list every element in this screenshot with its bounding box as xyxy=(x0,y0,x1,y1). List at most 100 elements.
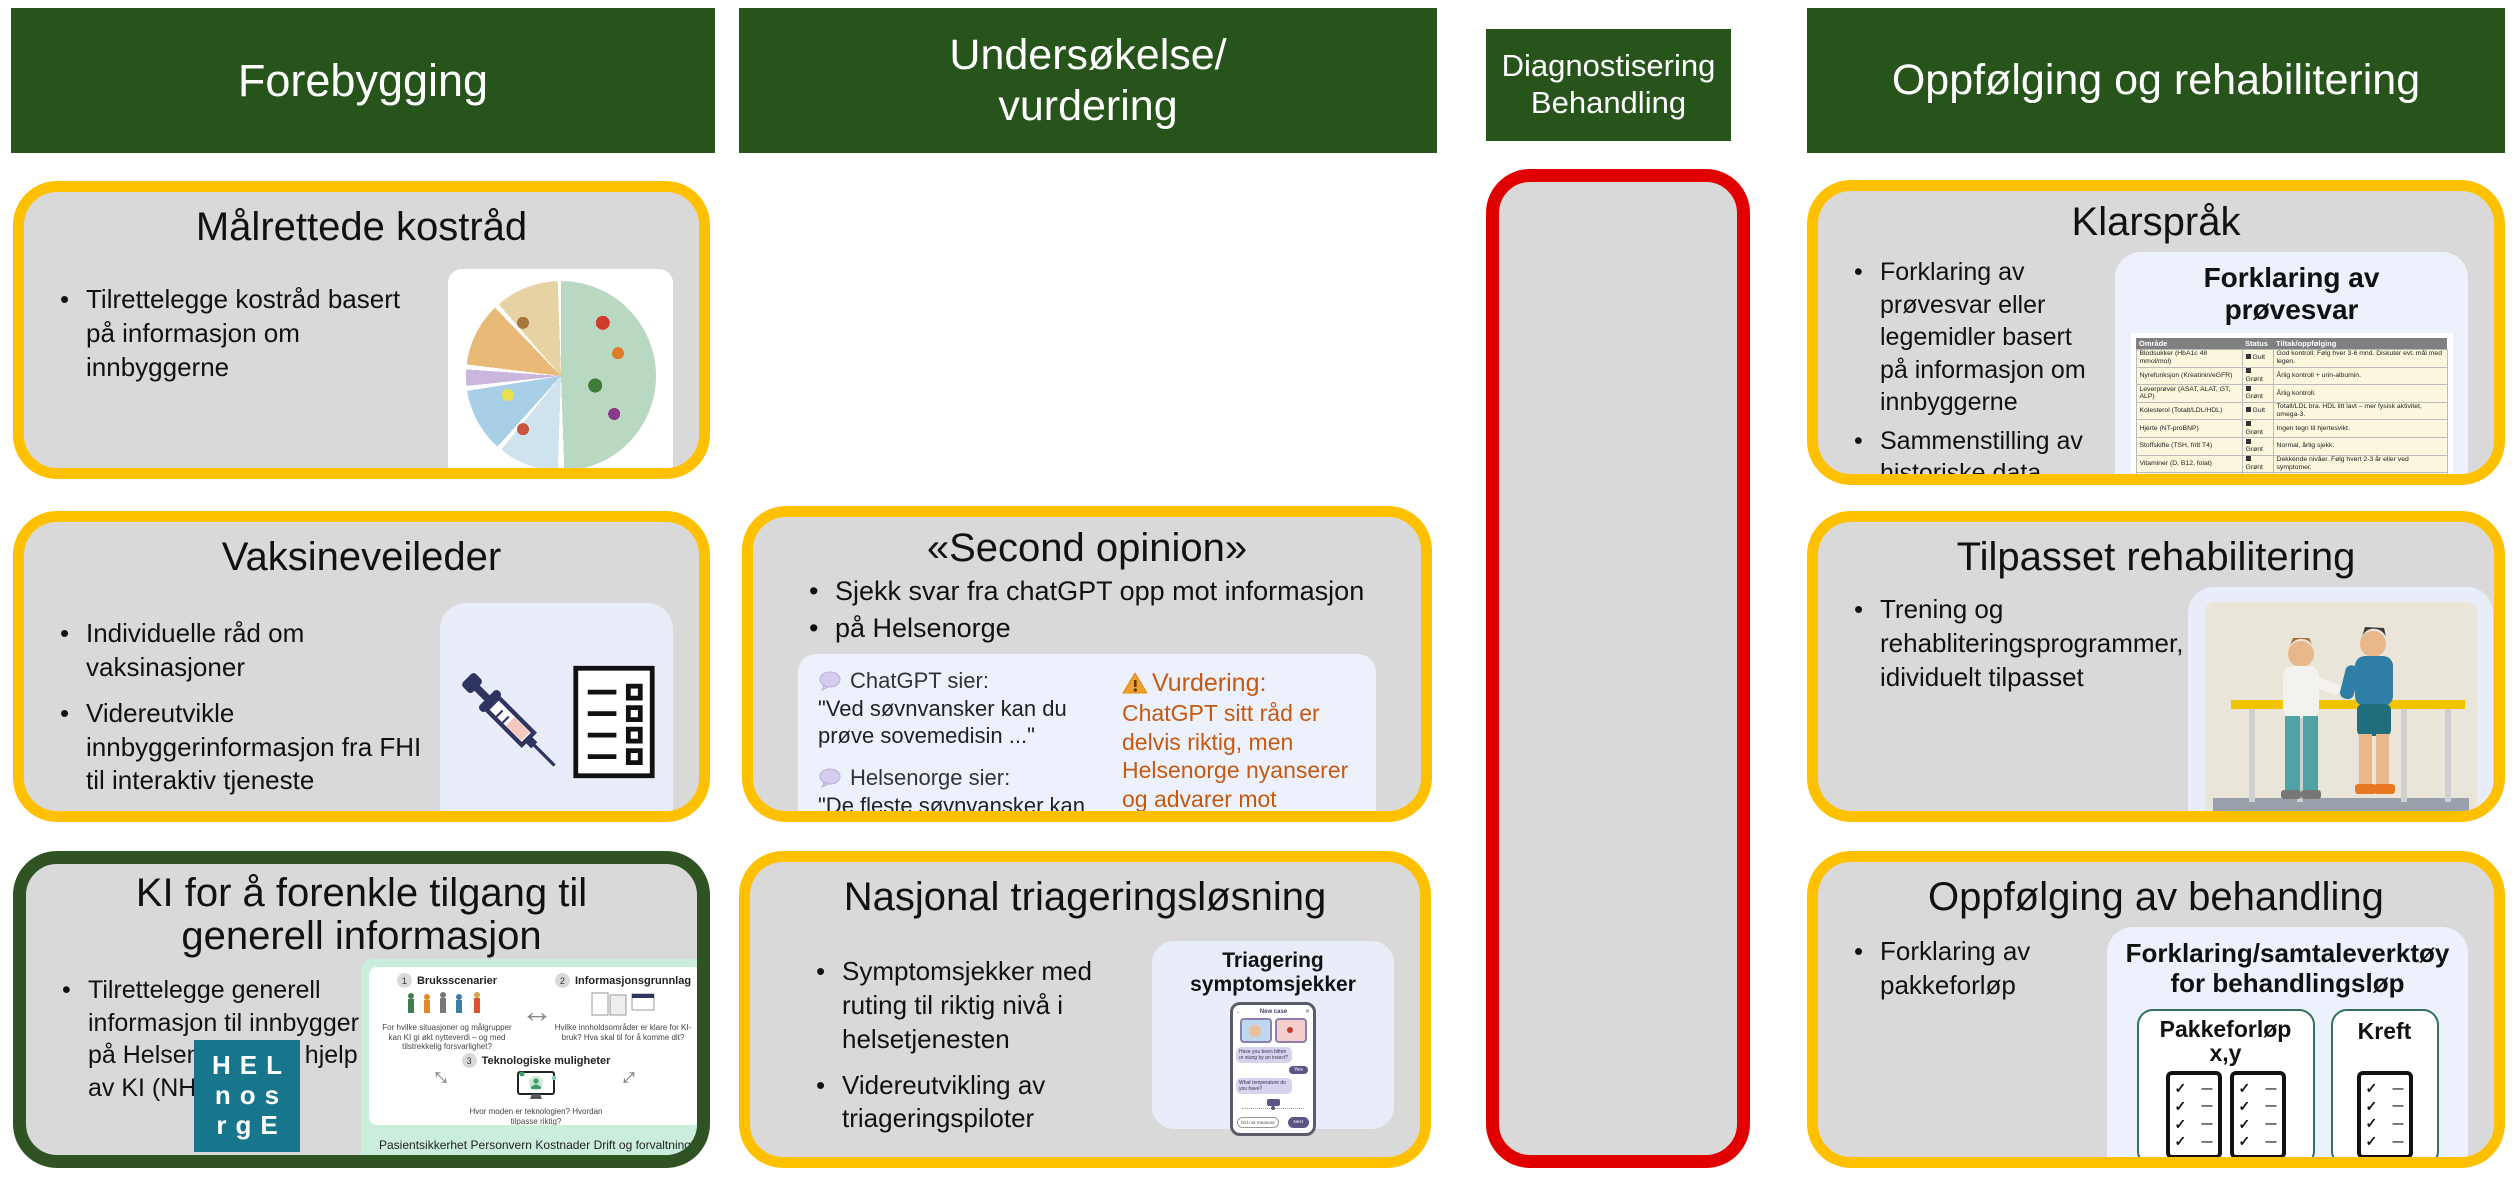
logo-row: nos xyxy=(214,1080,289,1111)
header-label: Oppfølging og rehabilitering xyxy=(1891,56,2421,105)
bullet-list: Tilrettelegge kostråd basert på informas… xyxy=(50,283,434,468)
bullet-item: Sammenstilling av historiske data xyxy=(1844,425,2101,474)
panel-title-line2: symptomsjekker xyxy=(1190,973,1356,997)
bullet-item: Symptomsjekker med ruting til riktig niv… xyxy=(806,955,1138,1056)
chat-quote-text: "Ved søvnvansker kan du prøve sovemedisi… xyxy=(818,696,1067,748)
triagering-image-panel: Triagering symptomsjekker ← New case ✕ H… xyxy=(1152,941,1394,1137)
panel-title-line1: Forklaring/samtaleverktøy xyxy=(2125,938,2450,969)
sting-photo-tile xyxy=(1274,1018,1307,1044)
step-number: 2 xyxy=(554,973,570,988)
step-title: Bruksscenarier xyxy=(416,974,498,987)
column-header-forebygging: Forebygging xyxy=(11,8,715,153)
card-title: Oppfølging av behandling xyxy=(1928,875,2384,919)
speech-bubble-icon xyxy=(819,671,841,692)
samtaleverktoy-panel: Forklaring/samtaleverktøy for behandling… xyxy=(2107,927,2468,1157)
temperature-slider xyxy=(1242,1106,1304,1113)
physiotherapy-illustration xyxy=(2204,601,2477,811)
ki-step-bruksscenarier: 1 Bruksscenarier For hvilke situasjoner … xyxy=(377,973,517,1052)
syringe-icon xyxy=(461,673,556,767)
pakkeforlop-box: Pakkeforløp x,y xyxy=(2136,1008,2315,1157)
card-title: «Second opinion» xyxy=(926,526,1248,570)
card-klarsprak: Klarspråk Forklaring av prøvesvar eller … xyxy=(1807,180,2505,485)
checklist-document-icon xyxy=(2356,1071,2413,1157)
header-label-line1: Diagnostisering xyxy=(1501,48,1716,84)
box-title-line2: x,y xyxy=(2209,1040,2242,1067)
back-arrow-icon: ← xyxy=(1236,1008,1242,1015)
bullet-list: Individuelle råd om vaksinasjoner Videre… xyxy=(50,617,426,811)
vurdering-text-block: Vurdering: ChatGPT sitt råd er delvis ri… xyxy=(1122,668,1356,811)
card-nasjonal-triagering: Nasjonal triageringsløsning Symptomsjekk… xyxy=(739,851,1431,1168)
panel-title-line1: Triagering xyxy=(1222,949,1324,973)
header-label-line1: Undersøkelse/ xyxy=(949,30,1227,79)
chat-quote-text: "De fleste søvnvansker kan bedres med go… xyxy=(818,793,1086,819)
bot-question-bubble: What temperature do you have? xyxy=(1236,1078,1292,1095)
food-plate-illustration xyxy=(465,281,656,468)
bot-question-bubble: Have you been bitten or stung by an inse… xyxy=(1236,1047,1292,1064)
card-ki-generell-informasjon: KI for å forenkle tilgang til generell i… xyxy=(13,851,710,1168)
bullet-item: Sjekk svar fra chatGPT opp mot informasj… xyxy=(799,574,1421,609)
footer-label: Drift og forvaltning xyxy=(593,1138,691,1152)
ki-diagram-inner: 1 Bruksscenarier For hvilke situasjoner … xyxy=(369,967,697,1125)
logo-row: rgE xyxy=(216,1109,287,1140)
panel-title-line2: prøvesvar xyxy=(2224,293,2359,325)
card-title: Klarspråk xyxy=(2071,200,2241,244)
monitor-icon xyxy=(517,1071,557,1099)
diagnostisering-placeholder-box xyxy=(1486,169,1750,1168)
card-malrettede-kostrad: Målrettede kostråd Tilrettelegge kostråd… xyxy=(13,181,710,479)
arrow-diagonal-icon: ↔ xyxy=(605,1054,646,1094)
vurdering-text: ChatGPT sitt råd er delvis riktig, men H… xyxy=(1122,700,1349,812)
logo-row: HEL xyxy=(212,1050,291,1081)
bullet-list: Trening og rehabliteringsprogrammer, idi… xyxy=(1844,593,2183,811)
ki-diagram-footer: Pasientsikkerhet Personvern Kostnader Dr… xyxy=(369,1125,697,1155)
slider-value-chip xyxy=(1266,1099,1280,1107)
card-tilpasset-rehabilitering: Tilpasset rehabilitering Trening og reha… xyxy=(1807,511,2505,822)
ki-vurdering-diagram: 1 Bruksscenarier For hvilke situasjoner … xyxy=(361,959,697,1155)
step-caption: Hvor moden er teknologien? Hvordan tilpa… xyxy=(469,1107,603,1125)
kreft-box: Kreft xyxy=(2330,1008,2439,1157)
header-label-line2: vurdering xyxy=(998,81,1178,130)
hand-photo-tile xyxy=(1239,1018,1272,1044)
helsenorge-logo: HEL nos rgE xyxy=(194,1040,300,1152)
card-title: Vaksineveileder xyxy=(221,535,502,579)
checklist-document-icon xyxy=(2165,1071,2222,1157)
card-title: Nasjonal triageringsløsning xyxy=(843,875,1327,919)
card-vaksineveileder: Vaksineveileder Individuelle råd om vaks… xyxy=(13,511,710,822)
symptomsjekker-phone-mockup: ← New case ✕ Have you been bitten or stu… xyxy=(1230,1002,1316,1137)
step-title: Teknologiske muligheter xyxy=(481,1054,611,1067)
card-title: Tilpasset rehabilitering xyxy=(1956,535,2356,579)
checklist-document-icon xyxy=(2229,1071,2286,1157)
kostholds-image-panel xyxy=(448,269,673,468)
ki-step-informasjonsgrunnlag: 2 Informasjonsgrunnlag Hvilke innholdsom… xyxy=(553,973,693,1042)
helsenorge-quote: Helsenorge sier: "De fleste søvnvansker … xyxy=(818,765,1104,819)
warning-icon xyxy=(1122,672,1148,694)
bullet-list: Forklaring av pakkeforløp xyxy=(1844,935,2093,1157)
bullet-list: Symptomsjekker med ruting til riktig niv… xyxy=(806,955,1138,1148)
footer-label: Kostnader xyxy=(535,1138,591,1152)
checklist-icon xyxy=(572,666,655,779)
panel-title-line2: for behandlingsløp xyxy=(2170,968,2405,999)
chat-source-label: ChatGPT sier: xyxy=(850,668,989,694)
second-opinion-comparison-panel: ChatGPT sier: "Ved søvnvansker kan du pr… xyxy=(798,654,1376,811)
bullet-item: Trening og rehabliteringsprogrammer, idi… xyxy=(1844,593,2183,694)
bullet-item: Videreutvikling av triageringspiloter xyxy=(806,1069,1138,1137)
column-header-oppfolging: Oppfølging og rehabilitering xyxy=(1807,8,2505,153)
phone-screen-title: New case xyxy=(1259,1008,1288,1015)
bullet-list: Sjekk svar fra chatGPT opp mot informasj… xyxy=(799,574,1421,646)
bullet-item: Forklaring av pakkeforløp xyxy=(1844,935,2093,1003)
chat-examples: ChatGPT sier: "Ved søvnvansker kan du pr… xyxy=(818,668,1104,811)
next-button: Next xyxy=(1287,1117,1309,1129)
header-label-line2: Behandling xyxy=(1530,85,1687,120)
column-header-undersokelse: Undersøkelse/ vurdering xyxy=(739,8,1437,153)
footer-label: Personvern xyxy=(470,1138,532,1152)
did-not-measure-button: Did not measure xyxy=(1237,1117,1279,1129)
step-caption: Hvilke innholdsområder er klare for KI-b… xyxy=(554,1023,692,1042)
documents-icons xyxy=(591,992,655,1016)
people-icons xyxy=(408,992,480,1013)
card-second-opinion: «Second opinion» Sjekk svar fra chatGPT … xyxy=(742,506,1432,822)
arrow-horizontal-icon: ↔ xyxy=(521,993,553,1029)
rehabilitering-image-panel xyxy=(2188,587,2493,811)
bullet-item: Individuelle råd om vaksinasjoner xyxy=(50,617,426,685)
bullet-item: Videreutvikle innbyggerinformasjon fra F… xyxy=(50,697,426,798)
